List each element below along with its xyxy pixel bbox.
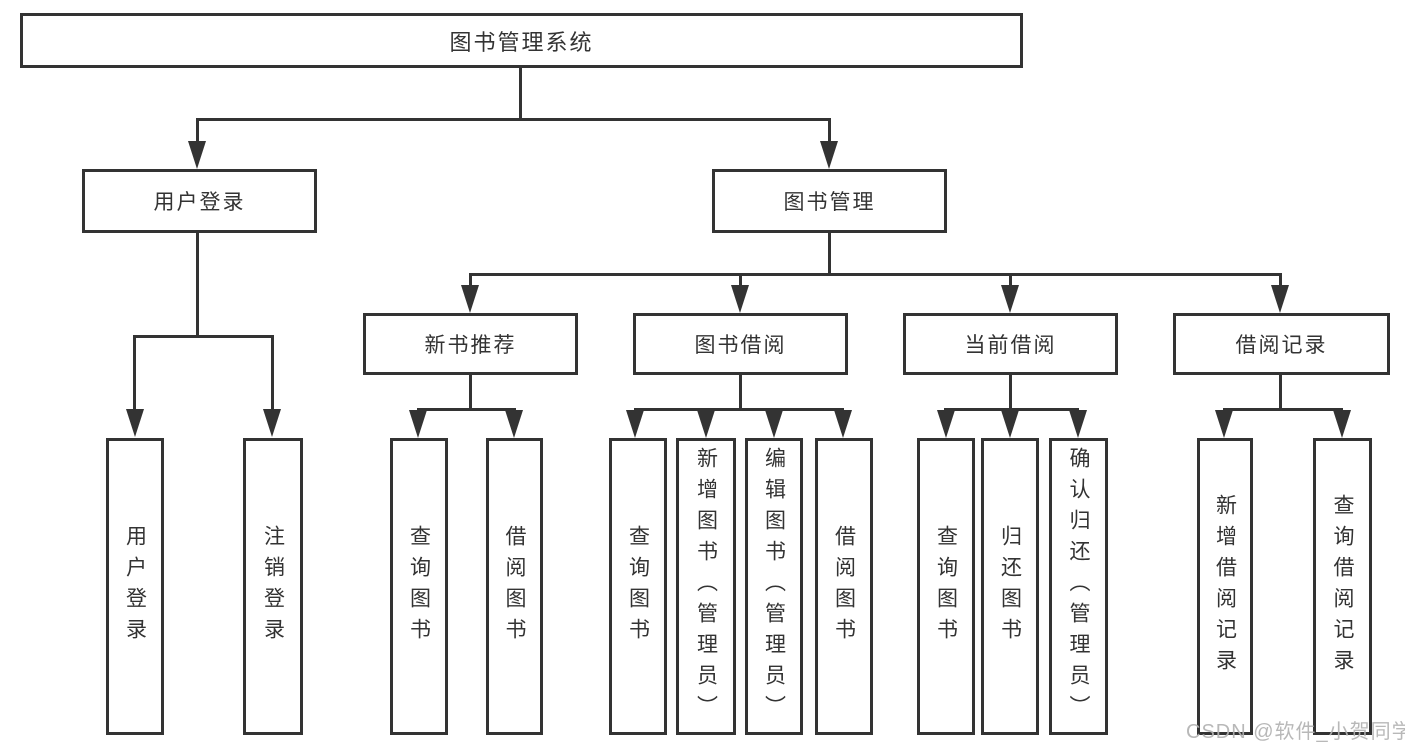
connector-drop-book-management (828, 118, 831, 146)
arrowhead-cb-confirm (1069, 410, 1087, 438)
leaf-add-borrow-record-label: 新增借阅记录 (1213, 493, 1237, 680)
node-user-login-label: 用户登录 (153, 191, 246, 214)
arrowhead-nb-query (409, 410, 427, 438)
connector-drop-borrow-records (1279, 273, 1282, 288)
node-book-borrow: 图书借阅 (633, 313, 848, 375)
connector-drop-current-borrow (1009, 273, 1012, 288)
arrowhead-current-borrow (1001, 285, 1019, 313)
leaf-query-books-recommend-label: 查询图书 (407, 524, 431, 649)
connector-borrow-records-branch (1223, 408, 1343, 411)
leaf-query-borrow-record: 查询借阅记录 (1313, 438, 1372, 735)
leaf-user-login-label: 用户登录 (123, 524, 147, 649)
leaf-return-books-label: 归还图书 (998, 524, 1022, 649)
leaf-query-books-borrow: 查询图书 (609, 438, 667, 735)
node-library-system-label: 图书管理系统 (449, 29, 594, 55)
arrowhead-borrow-records (1271, 285, 1289, 313)
arrowhead-bb-add (697, 410, 715, 438)
node-user-login: 用户登录 (82, 169, 317, 233)
node-book-management-label: 图书管理 (783, 191, 876, 214)
leaf-add-borrow-record: 新增借阅记录 (1197, 438, 1253, 735)
node-library-system: 图书管理系统 (20, 13, 1023, 68)
watermark: CSDN @软件_小贺同学 (1186, 721, 1405, 743)
leaf-confirm-return-admin: 确认归还（管理员） (1049, 438, 1108, 735)
node-borrow-records: 借阅记录 (1173, 313, 1390, 375)
leaf-borrow-books: 借阅图书 (815, 438, 873, 735)
connector-drop-leaf-logout (271, 335, 274, 412)
arrowhead-cb-query (937, 410, 955, 438)
node-borrow-records-label: 借阅记录 (1235, 334, 1328, 357)
connector-user-login-stem (196, 233, 199, 335)
arrowhead-user-login (188, 141, 206, 169)
leaf-query-books-recommend: 查询图书 (390, 438, 448, 735)
arrowhead-br-add (1215, 410, 1233, 438)
arrowhead-book-management (820, 141, 838, 169)
connector-new-book-stem (469, 375, 472, 408)
connector-book-borrow-branch (634, 408, 844, 411)
arrowhead-cb-return (1001, 410, 1019, 438)
connector-level2-branch (196, 118, 831, 121)
connector-book-management-stem (828, 233, 831, 273)
leaf-query-borrow-record-label: 查询借阅记录 (1331, 493, 1354, 680)
node-new-book-recommend-label: 新书推荐 (424, 334, 517, 357)
node-current-borrow-label: 当前借阅 (964, 334, 1057, 357)
connector-drop-user-login (196, 118, 199, 146)
leaf-add-books-admin-label: 新增图书（管理员） (694, 447, 718, 726)
leaf-query-books-borrow-label: 查询图书 (626, 524, 650, 649)
leaf-edit-books-admin: 编辑图书（管理员） (745, 438, 803, 735)
connector-drop-leaf-login (133, 335, 136, 412)
arrowhead-bb-query (626, 410, 644, 438)
leaf-borrow-books-label: 借阅图书 (832, 524, 856, 649)
node-book-borrow-label: 图书借阅 (694, 334, 787, 357)
node-current-borrow: 当前借阅 (903, 313, 1118, 375)
leaf-add-books-admin: 新增图书（管理员） (676, 438, 736, 735)
leaf-confirm-return-admin-label: 确认归还（管理员） (1067, 447, 1090, 726)
connector-level3-branch (469, 273, 1282, 276)
arrowhead-book-borrow (731, 285, 749, 313)
leaf-logout-label: 注销登录 (261, 524, 285, 649)
connector-book-borrow-stem (739, 375, 742, 408)
arrowhead-nb-borrow (505, 410, 523, 438)
arrowhead-bb-borrow (834, 410, 852, 438)
node-new-book-recommend: 新书推荐 (363, 313, 578, 375)
leaf-edit-books-admin-label: 编辑图书（管理员） (762, 447, 786, 726)
connector-root-stem (519, 68, 522, 118)
connector-drop-new-book (469, 273, 472, 288)
arrowhead-new-book (461, 285, 479, 313)
connector-drop-book-borrow (739, 273, 742, 288)
arrowhead-leaf-logout (263, 409, 281, 437)
arrowhead-bb-edit (765, 410, 783, 438)
connector-new-book-branch (417, 408, 516, 411)
arrowhead-br-query (1333, 410, 1351, 438)
connector-user-login-branch (133, 335, 274, 338)
leaf-user-login: 用户登录 (106, 438, 164, 735)
node-book-management: 图书管理 (712, 169, 947, 233)
leaf-logout: 注销登录 (243, 438, 303, 735)
arrowhead-leaf-login (126, 409, 144, 437)
leaf-query-books-current: 查询图书 (917, 438, 975, 735)
leaf-borrow-books-recommend-label: 借阅图书 (503, 524, 526, 649)
connector-borrow-records-stem (1279, 375, 1282, 408)
leaf-return-books: 归还图书 (981, 438, 1039, 735)
leaf-borrow-books-recommend: 借阅图书 (486, 438, 543, 735)
connector-current-borrow-stem (1009, 375, 1012, 408)
leaf-query-books-current-label: 查询图书 (934, 524, 958, 649)
